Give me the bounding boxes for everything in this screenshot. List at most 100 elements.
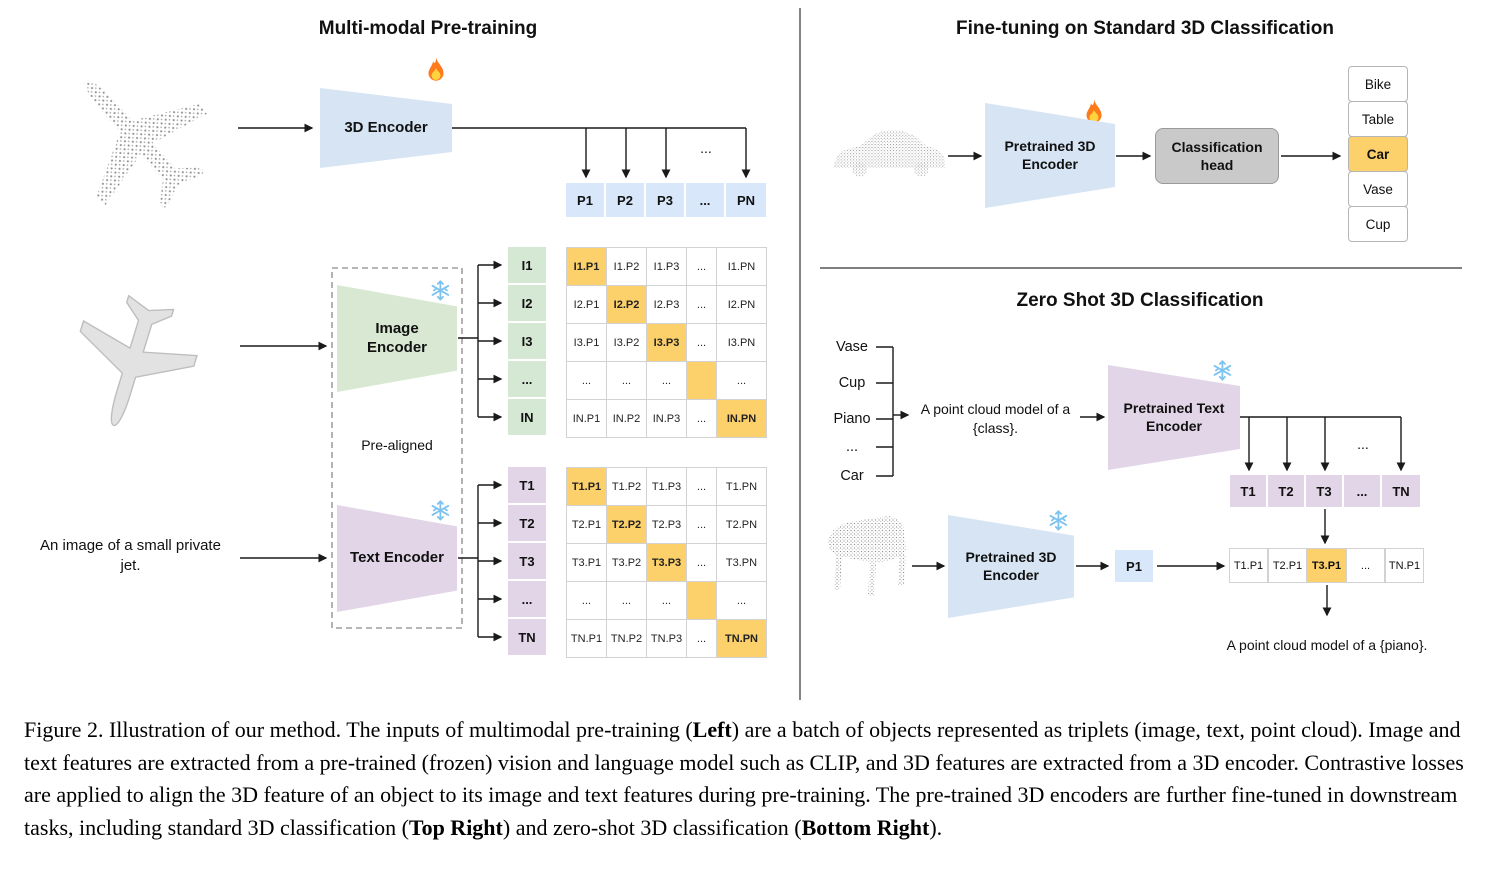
i-cell: I2 <box>508 285 546 321</box>
figure-graphics-layer <box>79 8 1462 700</box>
matrix-cell: ... <box>687 544 717 582</box>
matrix-cell: I3.P3 <box>647 324 687 362</box>
result-cell-highlighted: T3.P1 <box>1307 548 1346 583</box>
caption-segment: ) and zero-shot 3D classification ( <box>502 814 802 840</box>
pre-aligned-label: Pre-aligned <box>361 437 433 453</box>
matrix-cell: T2.P3 <box>647 506 687 544</box>
matrix-cell: ... <box>687 324 717 362</box>
matrix-cell: T2.PN <box>717 506 767 544</box>
t-cell: T2 <box>1268 475 1306 507</box>
candidate-class: Piano <box>833 411 871 427</box>
matrix-cell: TN.P3 <box>647 620 687 658</box>
encoder-label: Text Encoder <box>350 549 444 567</box>
matrix-cell: T3.P3 <box>647 544 687 582</box>
class-cell-highlighted: Car <box>1348 136 1408 172</box>
t-cell: T3 <box>508 543 546 579</box>
matrix-cell: I1.P1 <box>567 248 607 286</box>
i-cell: I3 <box>508 323 546 359</box>
p-cell: ... <box>686 183 726 217</box>
matrix-cell: ... <box>567 582 607 620</box>
panel-dividers <box>799 8 1462 700</box>
bottom-right-title: Zero Shot 3D Classification <box>1016 290 1264 311</box>
p-feature-row: P1 P2 P3 ... PN <box>566 183 766 217</box>
caption-segment-bold: Bottom Right <box>801 814 930 840</box>
left-panel-title: Multi-modal Pre-training <box>318 18 538 39</box>
caption-segment: Figure 2. Illustration of our method. Th… <box>24 717 693 742</box>
matrix-cell <box>687 582 717 620</box>
prompt-template: A point cloud model of a {class}. <box>920 401 1071 436</box>
t-cell: ... <box>508 581 546 617</box>
matrix-cell: T3.PN <box>717 544 767 582</box>
matrix-cell: I2.PN <box>717 286 767 324</box>
t-cell: T2 <box>508 505 546 541</box>
matrix-cell: ... <box>647 582 687 620</box>
caption-segment: ). <box>929 814 943 840</box>
snowflake-icon <box>431 280 450 301</box>
matrix-cell: T1.P3 <box>647 468 687 506</box>
encoder-label: Image Encoder <box>366 319 427 356</box>
p-cell: P1 <box>566 183 606 217</box>
t-cell: TN <box>1382 475 1420 507</box>
class-cell: Bike <box>1348 66 1408 102</box>
matrix-cell: ... <box>567 362 607 400</box>
text-point-similarity-matrix: T1.P1 T1.P2 T1.P3 ... T1.PN T2.P1 T2.P2 … <box>566 467 767 658</box>
matrix-cell: T3.P2 <box>607 544 647 582</box>
result-cell: ... <box>1346 548 1385 583</box>
pretrained-3d-encoder-zeroshot: Pretrained 3D Encoder <box>948 515 1074 618</box>
t-cell: ... <box>1344 475 1382 507</box>
matrix-cell: I3.P2 <box>607 324 647 362</box>
matrix-cell: ... <box>687 248 717 286</box>
p-cell: P2 <box>606 183 646 217</box>
matrix-cell: TN.PN <box>717 620 767 658</box>
image-encoder: Image Encoder <box>337 285 457 392</box>
matrix-cell: ... <box>687 620 717 658</box>
matrix-cell: ... <box>687 468 717 506</box>
matrix-cell: IN.P1 <box>567 400 607 438</box>
matrix-cell: ... <box>687 506 717 544</box>
matrix-cell: I1.P2 <box>607 248 647 286</box>
matrix-cell: I3.P1 <box>567 324 607 362</box>
t-cell: T1 <box>508 467 546 503</box>
matrix-cell: TN.P2 <box>607 620 647 658</box>
class-cell: Cup <box>1348 206 1408 242</box>
flame-icon <box>428 57 444 81</box>
i-cell: I1 <box>508 247 546 283</box>
matrix-cell: TN.P1 <box>567 620 607 658</box>
result-cell: TN.P1 <box>1385 548 1424 583</box>
class-cell: Vase <box>1348 171 1408 207</box>
text-feature-column: T1 T2 T3 ... TN <box>508 467 546 657</box>
matrix-cell: T2.P1 <box>567 506 607 544</box>
candidate-class: Cup <box>838 375 866 391</box>
car-point-cloud-image <box>833 130 946 177</box>
matrix-cell: IN.P2 <box>607 400 647 438</box>
matrix-cell: I2.P2 <box>607 286 647 324</box>
i-cell: ... <box>508 361 546 397</box>
piano-point-cloud-image <box>828 516 906 596</box>
matrix-cell: I3.PN <box>717 324 767 362</box>
encoder-label: 3D Encoder <box>344 118 428 136</box>
t-cell: T1 <box>1230 475 1268 507</box>
candidate-class: Car <box>840 468 864 484</box>
image-point-similarity-matrix: I1.P1 I1.P2 I1.P3 ... I1.PN I2.P1 I2.P2 … <box>566 247 767 438</box>
candidate-class: ... <box>845 439 859 455</box>
candidate-class: Vase <box>836 339 868 355</box>
ellipsis-label: ... <box>1357 436 1369 452</box>
matrix-cell: ... <box>687 400 717 438</box>
flame-icon <box>1086 99 1102 123</box>
class-cell: Table <box>1348 101 1408 137</box>
class-list: Bike Table Car Vase Cup <box>1348 66 1408 242</box>
matrix-cell: T1.PN <box>717 468 767 506</box>
ellipsis-label: ... <box>700 140 712 156</box>
matrix-cell: T1.P2 <box>607 468 647 506</box>
matrix-cell: I1.P3 <box>647 248 687 286</box>
matrix-cell: ... <box>607 362 647 400</box>
figure-caption: Figure 2. Illustration of our method. Th… <box>24 714 1472 844</box>
caption-segment: ) are a batch of objects represented as … <box>24 717 1464 840</box>
encoder-label: Pretrained 3D Encoder <box>965 549 1057 583</box>
p-cell: P3 <box>646 183 686 217</box>
snowflake-icon <box>1049 510 1068 531</box>
top-right-title: Fine-tuning on Standard 3D Classificatio… <box>956 18 1334 39</box>
matrix-cell: ... <box>647 362 687 400</box>
airplane-point-cloud-image <box>84 80 208 210</box>
matrix-cell: ... <box>717 582 767 620</box>
